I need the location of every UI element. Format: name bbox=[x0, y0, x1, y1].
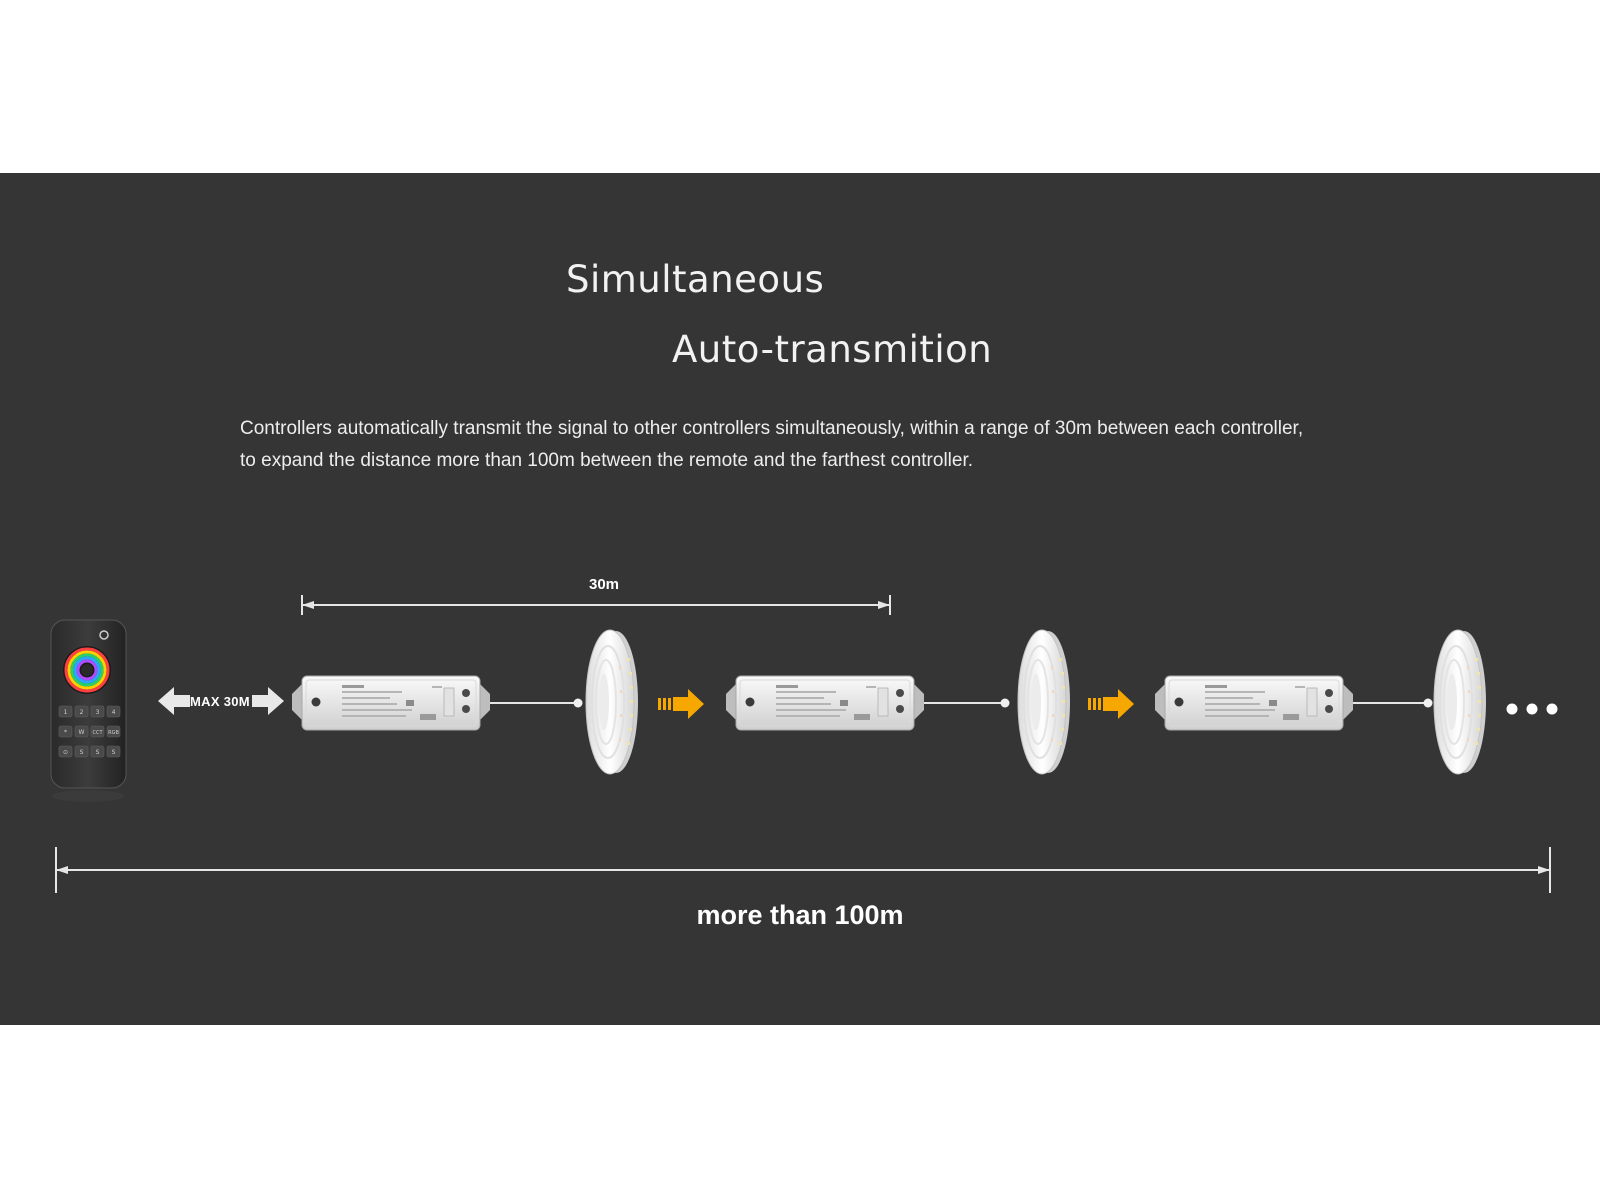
key-cct: CCT bbox=[92, 730, 103, 736]
wire-connector bbox=[1423, 698, 1433, 708]
key-s3: S bbox=[112, 749, 116, 756]
total-distance-dimension bbox=[55, 847, 1551, 893]
key-s2: S bbox=[96, 749, 100, 756]
wire-connector bbox=[573, 698, 583, 708]
led-controller-icon bbox=[1154, 675, 1354, 731]
key-rgb: RGB bbox=[108, 730, 119, 736]
key-3: 3 bbox=[96, 709, 100, 716]
key-s1: S bbox=[80, 749, 84, 756]
transmission-diagram: 1 2 3 4 * W CCT RGB ⊙ S S S bbox=[50, 595, 1558, 893]
key-1: 1 bbox=[64, 709, 68, 716]
ellipsis-icon bbox=[1506, 703, 1558, 715]
total-distance-label: more than 100m bbox=[696, 900, 904, 930]
description-line-1: Controllers automatically transmit the s… bbox=[240, 418, 1304, 439]
remote-range-label: MAX 30M bbox=[190, 694, 250, 709]
remote-control-icon: 1 2 3 4 * W CCT RGB ⊙ S S S bbox=[50, 619, 127, 802]
span-label: 30m bbox=[588, 576, 620, 593]
key-4: 4 bbox=[112, 709, 116, 716]
key-w: W bbox=[79, 729, 85, 736]
diagram-panel: Simultaneous Auto-transmition Controller… bbox=[0, 173, 1600, 1025]
key-mode: ⊙ bbox=[63, 749, 68, 756]
led-controller-icon bbox=[725, 675, 925, 731]
span-dimension-30m bbox=[301, 595, 891, 615]
led-strip-reel-icon bbox=[1017, 629, 1071, 775]
relay-arrow-icon bbox=[1088, 689, 1134, 719]
wire-connector bbox=[1000, 698, 1010, 708]
led-strip-reel-icon bbox=[1433, 629, 1487, 775]
title-line-1: Simultaneous bbox=[566, 258, 825, 301]
key-2: 2 bbox=[80, 709, 84, 716]
description-line-2: to expand the distance more than 100m be… bbox=[240, 450, 974, 471]
relay-arrow-icon bbox=[658, 689, 704, 719]
title-line-2: Auto-transmition bbox=[672, 328, 993, 371]
led-controller-icon bbox=[291, 675, 491, 731]
key-star: * bbox=[64, 729, 67, 736]
description: Controllers automatically transmit the s… bbox=[240, 413, 1420, 477]
remote-range-arrow bbox=[158, 687, 284, 715]
led-strip-reel-icon bbox=[585, 629, 639, 775]
